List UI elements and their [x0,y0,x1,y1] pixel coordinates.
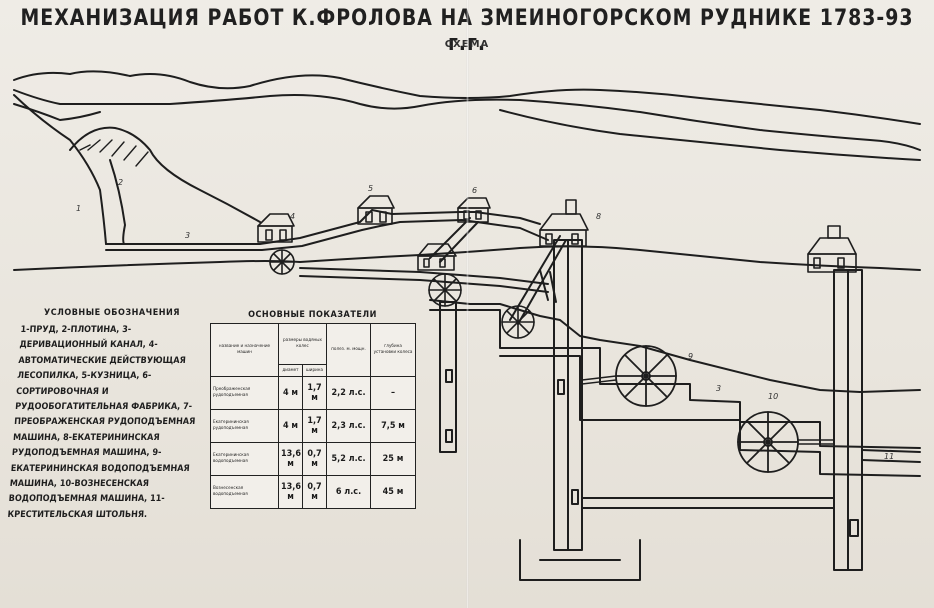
wheel-width: 1,7 м [301,409,328,443]
scheme-label-factory: 6 [472,186,478,195]
main-tunnel-bottom [499,355,921,477]
scheme-label-voznesenskaya: 10 [768,392,779,401]
water-wheel-ekaterininskaya-ore [501,305,535,339]
water-wheel-ekaterininskaya-water [615,345,677,407]
table-row: Вознесенская водоподъемная 13,6 м 0,7 м … [210,475,417,509]
table-subheader-row: диамет ширина [211,364,416,377]
legend-body: 1-пруд, 2-плотина, 3-деривационный канал… [7,325,196,521]
useful-power: 6 л.с. [326,475,372,509]
right-shaft-cage [849,519,859,537]
dam-inner [109,159,126,245]
dam-hatching [79,139,149,167]
scheme-label-adit: 11 [884,452,895,461]
installation-depth: 7,5 м [370,409,417,443]
wheel-diameter: 13,6 м [278,442,303,476]
lower-drift-right [861,449,921,463]
building-right-shaft [807,225,857,273]
wheel-diameter: 4 м [278,376,303,410]
scheme-label-smithy: 5 [368,184,374,193]
left-shaft-cage-2 [445,429,453,443]
central-shaft-cage-2 [571,489,579,505]
wheel-diameter: 13,6 м [278,475,303,509]
derivation-canal-lower [105,219,549,251]
column-header: полез. м. мощн. [326,323,372,377]
pump-rod-upper [581,375,617,385]
indicators-table: название и назначение машин размеры водя… [210,323,417,509]
central-sump [519,539,641,581]
tramway-3 [539,269,557,303]
useful-power: 2,2 л.с. [326,376,372,410]
mountain-ridge-back [13,70,921,125]
poster-fold-line [466,0,469,608]
machine-name: Преображенская рудоподъемная [210,376,279,410]
scheme-label-sawmill: 4 [290,212,296,221]
scheme-label-dam: 2 [118,178,124,187]
water-wheel-voznesenskaya [737,411,799,473]
installation-depth: – [370,376,417,410]
lower-drift [581,497,835,509]
table-header-row: название и назначение машин размеры водя… [210,323,417,377]
building-ekaterininskaya [539,199,589,247]
water-wheel-sawmill [269,249,295,275]
machine-name: Вознесенская водоподъемная [210,475,279,509]
legend-block: условные обозначения 1-пруд, 2-плотина, … [7,306,210,524]
table-row: Екатерининская рудоподъемная 4 м 1,7 м 2… [210,409,417,443]
derivation-canal-upper [105,209,541,245]
pump-rod-lower [797,439,835,445]
legend-heading: условные обозначения [43,308,181,318]
gallery-upper [299,267,549,285]
installation-depth: 25 м [370,442,417,476]
wheel-width: 0,7 м [301,475,328,509]
machine-name: Екатерининская рудоподъемная [210,409,279,443]
indicators-heading: основные показатели [248,310,377,320]
useful-power: 5,2 л.с. [326,442,372,476]
pond-left-bank [13,94,107,245]
dam-outline [69,126,261,223]
left-shaft [439,301,457,453]
scheme-label-water-machine: 9 [688,352,694,361]
wheel-diameter: 4 м [278,409,303,443]
mountain-ridge-front [13,89,921,151]
installation-depth: 45 м [370,475,417,509]
scheme-label-canal: 3 [185,231,191,240]
machine-name: Екатерининская водоподъемная [210,442,279,476]
scheme-label-canal-lower: 3 [716,384,722,393]
column-subheader: диамет [278,364,303,377]
table-row: Преображенская рудоподъемная 4 м 1,7 м 2… [210,376,417,410]
ridge-line-lower [499,109,921,161]
main-tunnel-top [429,299,921,393]
left-shaft-cage [445,369,453,383]
column-header: размеры водяных колес [277,323,328,365]
building-factory [457,197,491,223]
indicators-block: основные показатели название и назначени… [210,310,417,509]
water-wheel-preobrazhenskaya [428,273,462,307]
useful-power: 2,3 л.с. [326,409,372,443]
building-sawmill [257,213,295,243]
building-preobrazhenskaya [417,243,457,271]
building-smithy [357,195,395,225]
table-row: Екатерининская водоподъемная 13,6 м 0,7 … [210,442,417,476]
column-subheader: ширина [301,364,328,377]
wheel-width: 1,7 м [301,376,328,410]
main-tunnel-steps [429,309,921,449]
scheme-label-ekaterininskaya: 8 [596,212,602,221]
wheel-width: 0,7 м [301,442,328,476]
column-header: глубина установки колеса [370,323,417,377]
central-shaft-cage [557,379,565,395]
terrain-surface [13,245,921,271]
scheme-label-pond: 1 [76,204,82,213]
column-header: название и назначение машин [210,323,279,377]
